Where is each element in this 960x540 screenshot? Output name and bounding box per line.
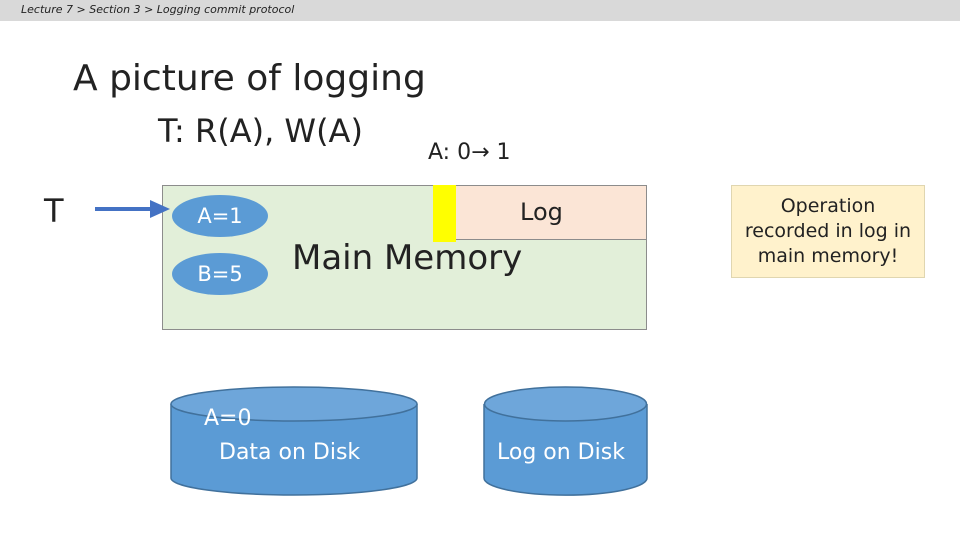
disk-data-label: Data on Disk: [219, 440, 361, 465]
disk-log-label: Log on Disk: [497, 440, 625, 465]
slide-title: A picture of logging: [73, 58, 426, 99]
log-entry-marker: [433, 185, 456, 242]
variable-b: B=5: [172, 253, 268, 295]
main-memory-label: Main Memory: [292, 238, 523, 278]
callout-note: Operation recorded in log in main memory…: [731, 185, 925, 278]
data-disk-icon: [170, 386, 418, 496]
breadcrumb: Lecture 7 > Section 3 > Logging commit p…: [21, 3, 295, 16]
operation-label: A: 0→ 1: [428, 140, 511, 165]
variable-a: A=1: [172, 195, 268, 237]
disk-data-value: A=0: [204, 406, 252, 431]
log-disk-icon: [483, 386, 648, 496]
t-label: T: [44, 192, 64, 230]
breadcrumb-bar: [0, 0, 960, 21]
memory-log-label: Log: [520, 198, 563, 226]
transaction-label: T: R(A), W(A): [158, 112, 363, 150]
